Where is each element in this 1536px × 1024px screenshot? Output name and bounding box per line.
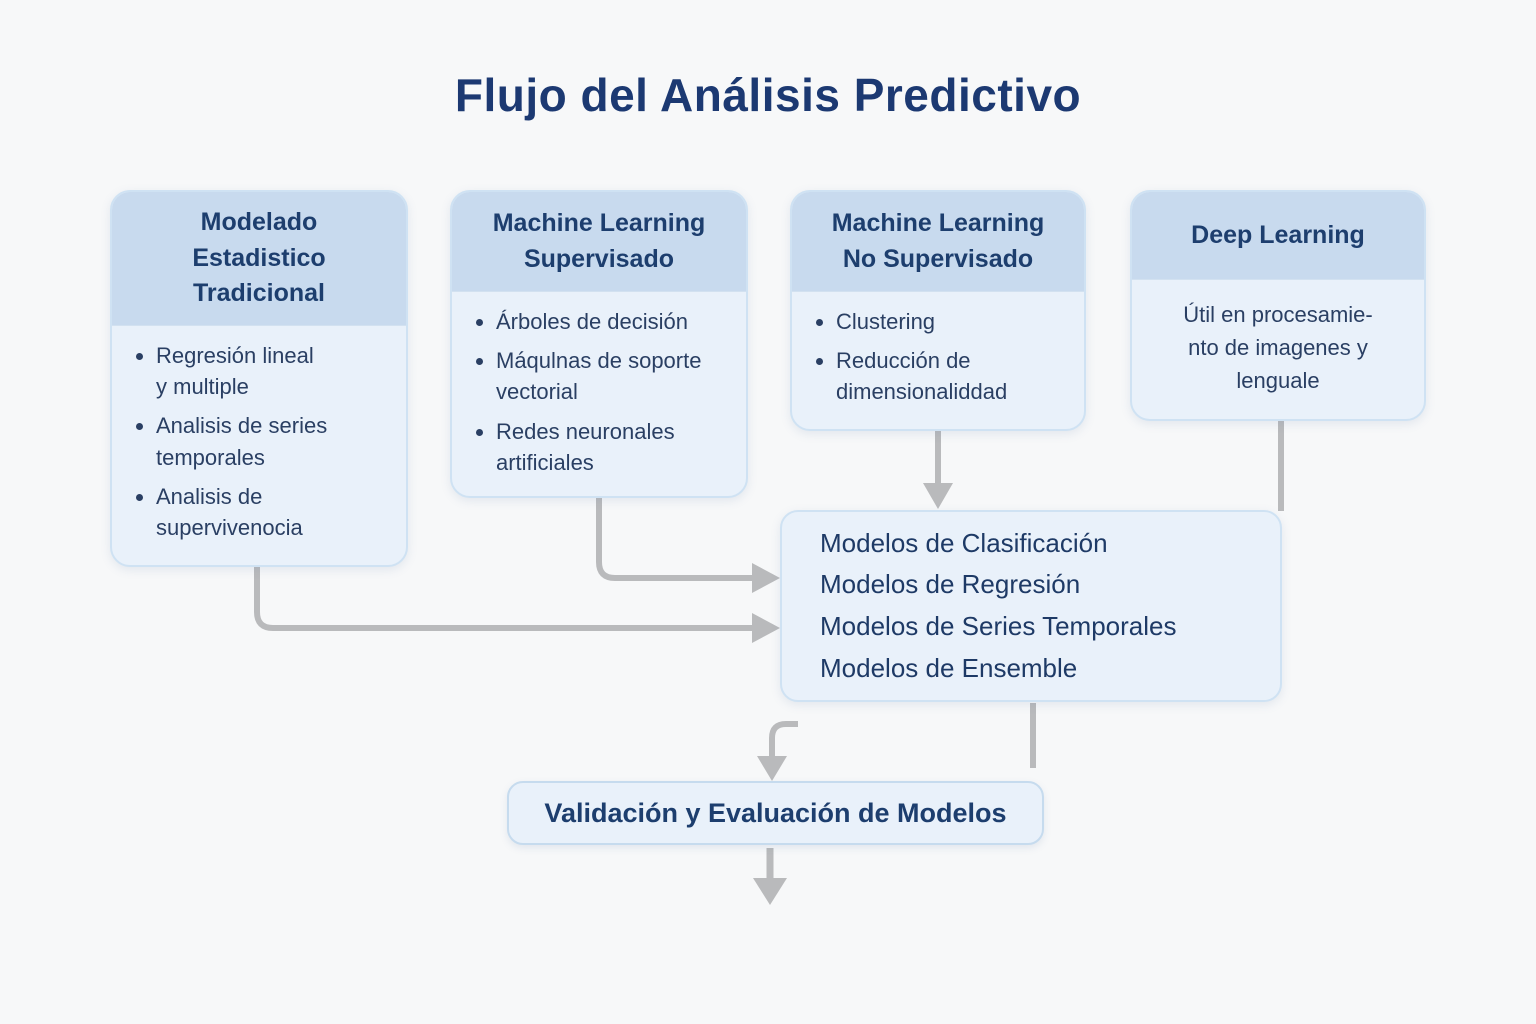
list-item: Analisis de supervivenocia [156, 481, 394, 543]
box-ml-supervisado: Machine Learning Supervisado Árboles de … [450, 190, 748, 498]
arrow-validation-down [753, 848, 787, 905]
list-item: Reducción de dimensionaliddad [836, 345, 1072, 407]
box-ml-supervisado-list: Árboles de decisiónMáqulnas de soporte v… [470, 306, 734, 486]
diagram-title: Flujo del Análisis Predictivo [454, 69, 1082, 121]
box-deep-learning: Deep Learning Útil en procesamie- nto de… [1130, 190, 1426, 421]
box-modelado-list: Regresión lineal y multipleAnalisis de s… [130, 340, 394, 551]
arrow-no-supervisado-to-models [923, 430, 953, 509]
models-box-line: Modelos de Ensemble [820, 652, 1078, 683]
deep-learning-note: Útil en procesamie- nto de imagenes y le… [1183, 302, 1373, 393]
arrow-models-to-validation [757, 721, 798, 781]
validation-label: Validación y Evaluación de Modelos [544, 797, 1007, 828]
list-item: Clustering [836, 306, 1072, 337]
models-box-line: Modelos de Series Temporales [820, 611, 1177, 641]
list-item: Máqulnas de soporte vectorial [496, 345, 734, 407]
box-ml-no-supervisado-header: Machine Learning No Supervisado [792, 192, 1084, 292]
arrow-modelado-to-models [254, 566, 780, 643]
box-ml-no-supervisado: Machine Learning No Supervisado Clusteri… [790, 190, 1086, 431]
list-item: Regresión lineal y multiple [156, 340, 394, 402]
box-ml-no-supervisado-list: ClusteringReducción de dimensionaliddad [810, 306, 1072, 416]
models-box-line: Modelos de Regresión [820, 569, 1081, 600]
models-box-line: Modelos de Clasificación [820, 527, 1108, 558]
box-modelado-header: Modelado Estadistico Tradicional [112, 192, 406, 326]
box-deep-learning-header: Deep Learning [1132, 192, 1424, 280]
arrow-supervisado-to-models [596, 497, 780, 593]
list-item: Redes neuronales artificiales [496, 416, 734, 478]
box-modelado-estadistico: Modelado Estadistico Tradicional Regresi… [110, 190, 408, 567]
list-item: Analisis de series temporales [156, 410, 394, 472]
box-ml-supervisado-header: Machine Learning Supervisado [452, 192, 746, 292]
list-item: Árboles de decisión [496, 306, 734, 337]
validation-box: Validación y Evaluación de Modelos [507, 781, 1044, 845]
